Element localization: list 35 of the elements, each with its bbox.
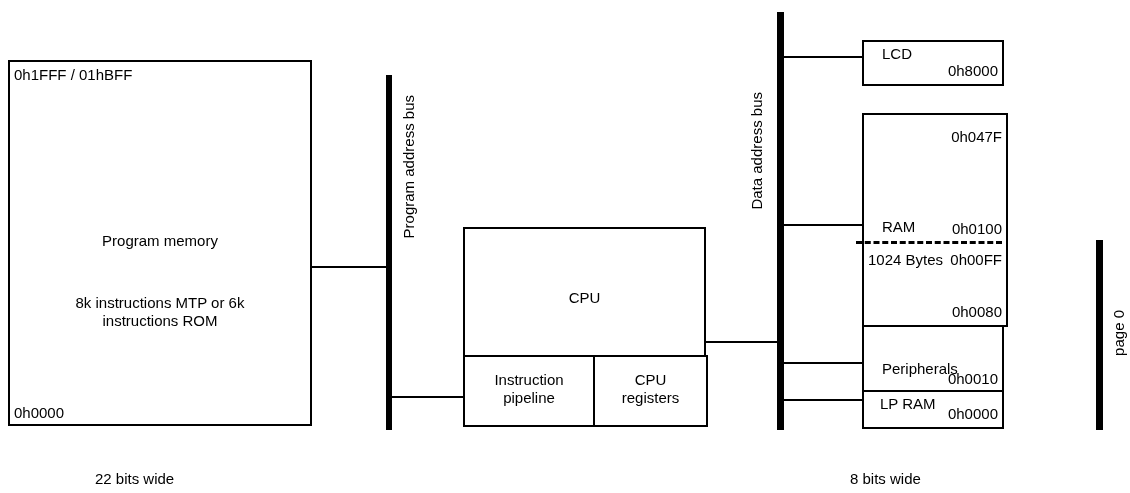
bus-label: Data address bus <box>748 92 766 210</box>
address-label: 0h0000 <box>947 405 998 423</box>
address-label: 0h047F <box>951 128 1002 146</box>
memory-block <box>8 60 312 426</box>
address-label: 0h0080 <box>951 303 1002 321</box>
connector-line <box>783 399 863 401</box>
block-title: Program memory <box>101 232 219 250</box>
width-label: 22 bits wide <box>95 470 175 488</box>
connector-line <box>391 396 464 398</box>
block-description: 8k instructions MTP or 6k instructions ROM <box>74 294 246 330</box>
address-label: 0h0000 <box>14 404 65 422</box>
block-description: 1024 Bytes <box>868 251 944 269</box>
block-title: CPU registers <box>620 371 681 407</box>
bus-label: Program address bus <box>400 95 418 239</box>
memory-block <box>862 325 1004 392</box>
connector-line <box>783 362 863 364</box>
page-label: page 0 <box>1110 310 1128 356</box>
address-label: 0h0100 <box>951 220 1002 238</box>
block-title: Instruction pipeline <box>493 371 565 407</box>
connector-line <box>783 224 863 226</box>
connector-line <box>705 341 778 343</box>
connector-line <box>311 266 387 268</box>
cpu-block <box>463 227 706 427</box>
address-label: 0h00FF <box>950 251 1002 269</box>
memory-block <box>862 40 1004 86</box>
memory-block <box>862 390 1004 429</box>
address-label: 0h1FFF / 01hBFF <box>14 66 133 84</box>
width-label: 8 bits wide <box>850 470 921 488</box>
block-title: CPU <box>567 289 602 307</box>
connector-line <box>783 56 863 58</box>
block-title: LP RAM <box>880 395 936 413</box>
register-block <box>593 355 708 427</box>
address-label: 0h8000 <box>947 62 998 80</box>
block-title: LCD <box>882 45 912 63</box>
block-title: RAM <box>882 218 916 236</box>
